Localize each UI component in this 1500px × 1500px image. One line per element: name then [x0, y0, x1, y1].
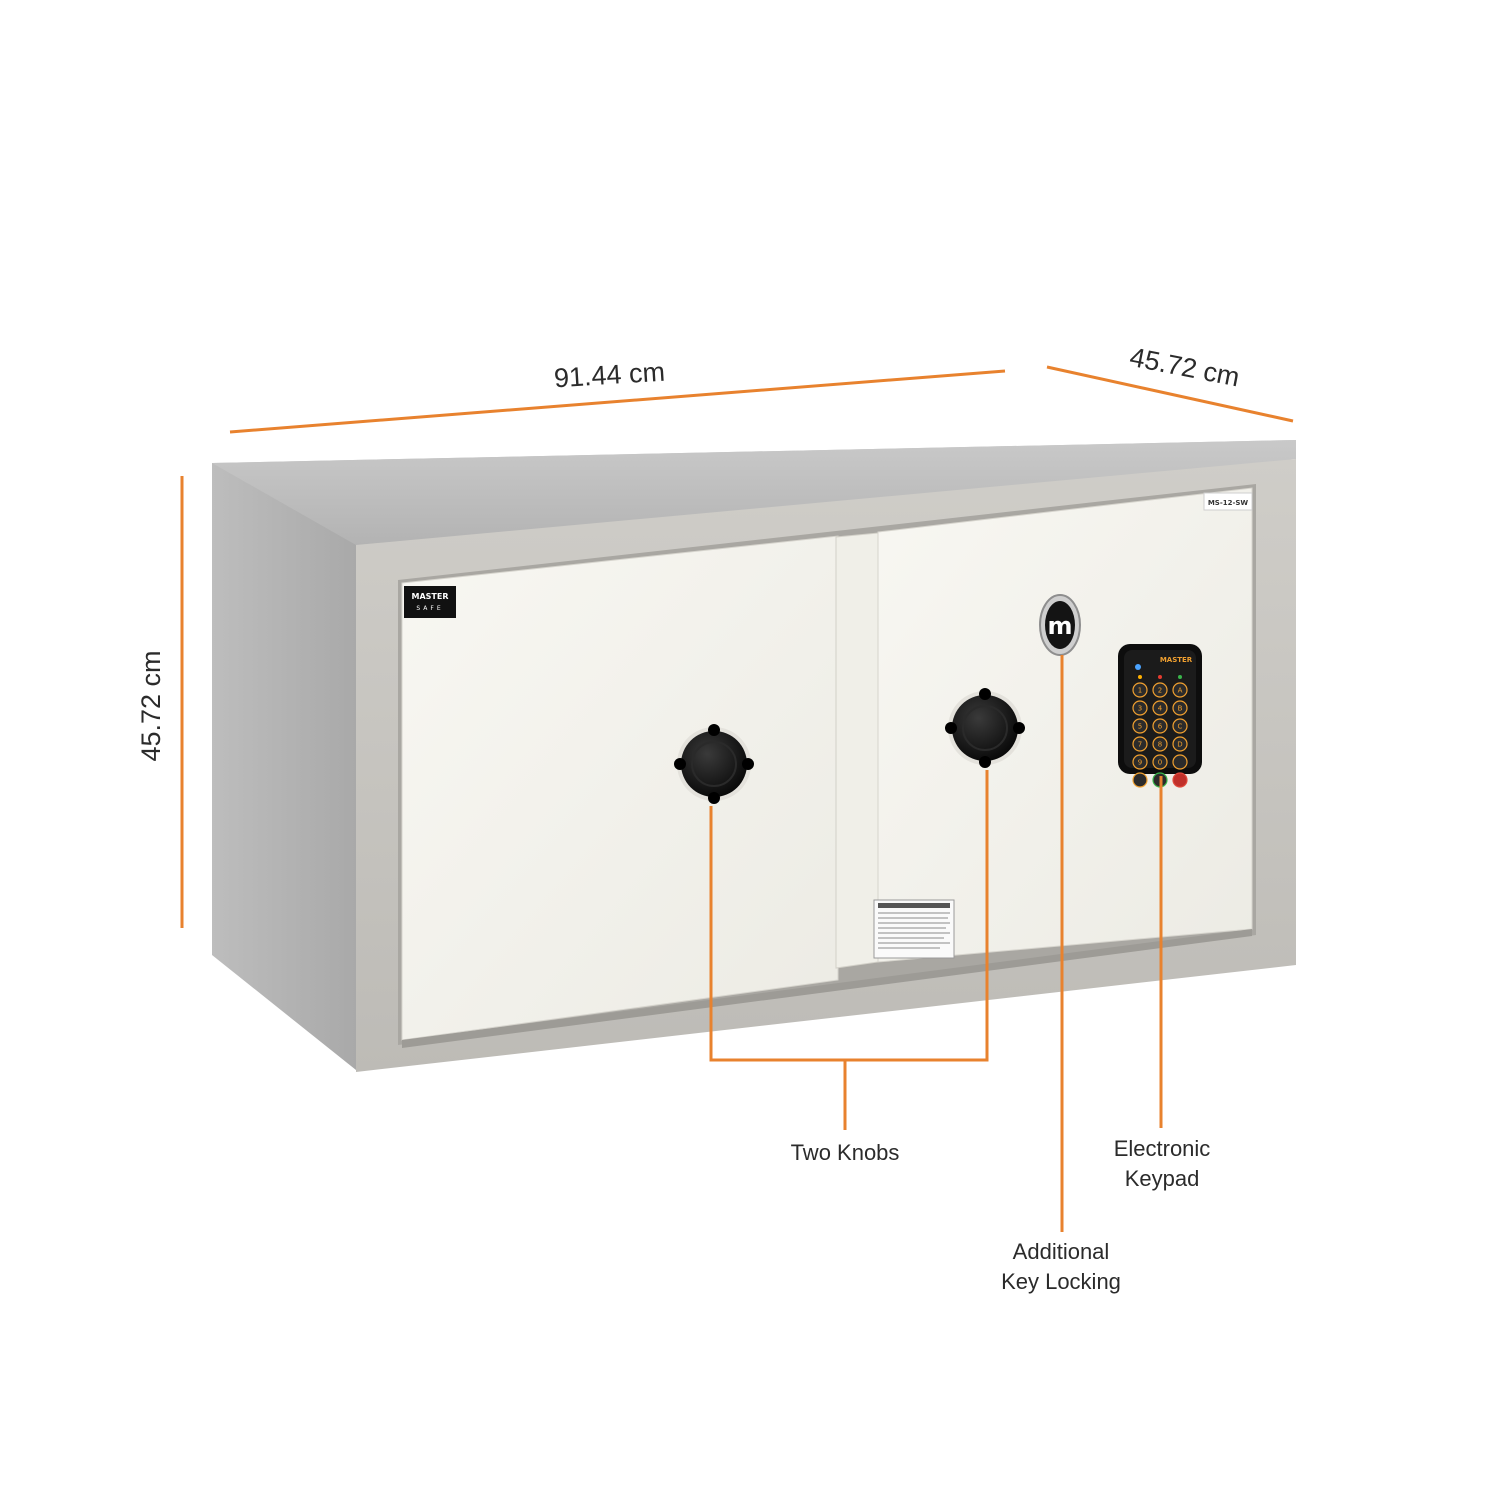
depth-dimension-line	[1046, 365, 1294, 423]
safe-left-side	[212, 463, 356, 1070]
keypad-key-label: 2	[1158, 687, 1162, 695]
keypad-key-label: 6	[1158, 723, 1163, 731]
keypad-brand: MASTER	[1160, 656, 1193, 664]
electronic-keypad-label: Electronic Keypad	[1113, 1136, 1211, 1191]
width-dimension-line	[229, 369, 1006, 434]
keypad-key[interactable]	[1132, 754, 1148, 770]
keypad-key[interactable]	[1132, 682, 1148, 698]
keypad-key[interactable]	[1132, 700, 1148, 716]
knobs-callout-line	[709, 770, 989, 1062]
left-knob-icon[interactable]	[674, 724, 754, 804]
keypad-key-label: 5	[1138, 723, 1142, 731]
brand-plate: MASTER SAFE	[404, 586, 456, 618]
keypad-key[interactable]	[1132, 736, 1148, 752]
svg-text:m: m	[1047, 612, 1072, 640]
keypad-key[interactable]	[1172, 772, 1188, 788]
keypad-key[interactable]	[1152, 682, 1168, 698]
keypad-key-label: B	[1178, 705, 1183, 713]
depth-label: 45.72 cm	[1127, 342, 1242, 393]
keypad-key[interactable]	[1152, 736, 1168, 752]
brand-plate-line2: SAFE	[416, 605, 443, 612]
keypad-key[interactable]	[1132, 772, 1148, 788]
left-door-panel	[401, 535, 839, 1041]
keypad-led	[1178, 675, 1182, 679]
two-knobs-label: Two Knobs	[790, 1140, 900, 1165]
keypad-key[interactable]	[1152, 700, 1168, 716]
dimension-lines	[180, 365, 1294, 928]
keypad-key[interactable]	[1152, 718, 1168, 734]
keypad-key[interactable]	[1172, 736, 1188, 752]
keypad-key[interactable]	[1172, 682, 1188, 698]
instruction-sticker	[873, 899, 955, 959]
keypad-key[interactable]	[1172, 718, 1188, 734]
keypad-key-label: 0	[1158, 759, 1162, 767]
keypad-led	[1138, 675, 1142, 679]
brand-plate-line1: MASTER	[412, 592, 449, 601]
additional-key-locking-label: Additional Key Locking	[1001, 1239, 1121, 1294]
keypad-key-label: 4	[1158, 705, 1163, 713]
keypad-key[interactable]	[1172, 754, 1188, 770]
frame-bottom-lip	[402, 929, 1252, 1048]
keypad-key-label: 3	[1138, 705, 1142, 713]
keypad-key[interactable]	[1132, 718, 1148, 734]
model-tag-text: MS-12-SW	[1208, 499, 1249, 507]
keypad-key-label: 9	[1138, 759, 1142, 767]
center-divider	[835, 532, 879, 969]
keypad-key[interactable]	[1172, 700, 1188, 716]
keypad-led	[1158, 675, 1162, 679]
electronic-keypad[interactable]: MASTER 1 2 A 3 4 B 5 6 C 7 8 D 9 0	[1118, 644, 1202, 788]
keypad-keys: 1 2 A 3 4 B 5 6 C 7 8 D 9 0	[1132, 675, 1188, 788]
keypad-key[interactable]	[1152, 754, 1168, 770]
callout-lines	[709, 655, 1163, 1232]
keypad-key-label: A	[1178, 687, 1183, 695]
right-knob-icon[interactable]	[945, 688, 1025, 768]
key-lock-icon[interactable]: m	[1039, 594, 1081, 656]
keypad-key-label: 1	[1138, 687, 1142, 695]
keypad-key-label: D	[1177, 741, 1182, 749]
safe-top-face-main	[212, 440, 1296, 545]
height-label: 45.72 cm	[136, 650, 166, 761]
keypad-key-label: 8	[1158, 741, 1162, 749]
width-label: 91.44 cm	[553, 357, 666, 394]
model-tag: MS-12-SW	[1203, 492, 1253, 511]
keypad-key-label: C	[1178, 723, 1183, 731]
keypad-key-label: 7	[1138, 741, 1142, 749]
